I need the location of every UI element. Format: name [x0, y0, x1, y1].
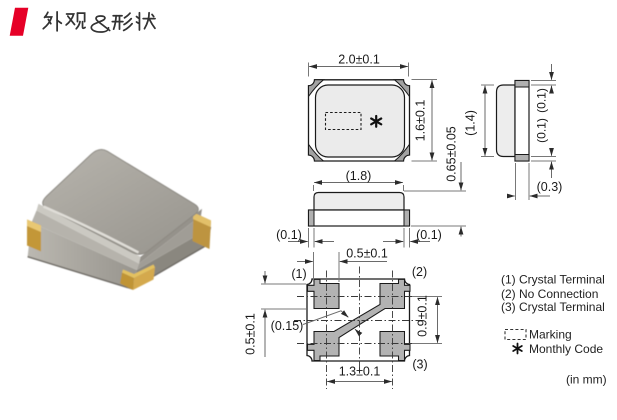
svg-text:0.5±0.1: 0.5±0.1: [346, 247, 388, 261]
svg-text:(1.8): (1.8): [346, 169, 372, 183]
svg-text:(0.15): (0.15): [271, 319, 304, 333]
svg-text:(3) Crystal Terminal: (3) Crystal Terminal: [501, 300, 605, 314]
svg-text:(0.1): (0.1): [276, 228, 302, 242]
svg-text:(1): (1): [291, 267, 306, 281]
svg-text:1.3±0.1: 1.3±0.1: [339, 365, 381, 379]
svg-text:(0.3): (0.3): [537, 180, 563, 194]
svg-text:(0.1): (0.1): [535, 88, 549, 113]
svg-text:(2) No Connection: (2) No Connection: [501, 287, 598, 301]
svg-text:0.65±0.05: 0.65±0.05: [445, 126, 459, 182]
svg-text:(1.4): (1.4): [464, 110, 478, 136]
svg-text:2.0±0.1: 2.0±0.1: [338, 53, 380, 67]
svg-text:Marking: Marking: [529, 328, 572, 342]
svg-text:Monthly Code: Monthly Code: [529, 342, 603, 356]
svg-text:(3): (3): [412, 358, 427, 372]
svg-text:1.6±0.1: 1.6±0.1: [414, 100, 428, 142]
svg-text:(1) Crystal Terminal: (1) Crystal Terminal: [501, 273, 605, 287]
svg-text:(2): (2): [412, 265, 427, 279]
svg-text:0.5±0.1: 0.5±0.1: [244, 313, 258, 355]
svg-text:(0.1): (0.1): [416, 228, 442, 242]
svg-text:(in mm): (in mm): [566, 373, 607, 387]
svg-text:(0.1): (0.1): [535, 118, 549, 143]
svg-text:0.9±0.1: 0.9±0.1: [416, 295, 430, 337]
